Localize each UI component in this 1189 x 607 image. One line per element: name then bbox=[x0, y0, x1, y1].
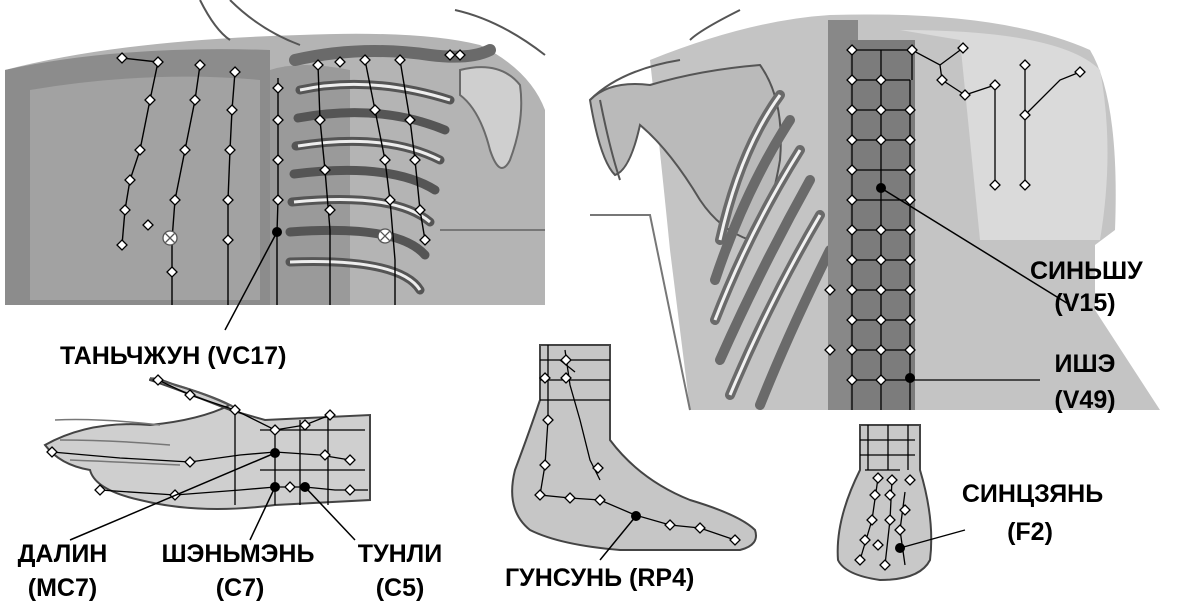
xinshu-code: (V15) bbox=[1030, 289, 1140, 317]
daling-label: ДАЛИН bbox=[0, 540, 125, 568]
xingjian-code: (F2) bbox=[990, 518, 1070, 546]
daling-code: (МС7) bbox=[0, 574, 125, 602]
hand-figure bbox=[45, 375, 370, 540]
yishe-code: (V49) bbox=[1040, 386, 1130, 414]
tanzhong-label: ТАНЬЧЖУН (VC17) bbox=[60, 342, 286, 370]
tongli-code: (С5) bbox=[360, 574, 440, 602]
gongsun-label: ГУНСУНЬ (RP4) bbox=[505, 564, 694, 592]
shenmen-label: ШЭНЬМЭНЬ bbox=[138, 540, 338, 568]
yishe-label: ИШЭ bbox=[1040, 350, 1130, 378]
tongli-label: ТУНЛИ bbox=[340, 540, 460, 568]
yishe-point bbox=[905, 373, 915, 383]
xingjian-point bbox=[895, 543, 905, 553]
xinshu-label: СИНЬШУ bbox=[1030, 257, 1140, 285]
shenmen-code: (С7) bbox=[190, 574, 290, 602]
chest-figure bbox=[5, 0, 545, 330]
xingjian-label: СИНЦЗЯНЬ bbox=[955, 480, 1110, 508]
dorsal-foot-figure bbox=[838, 425, 965, 580]
